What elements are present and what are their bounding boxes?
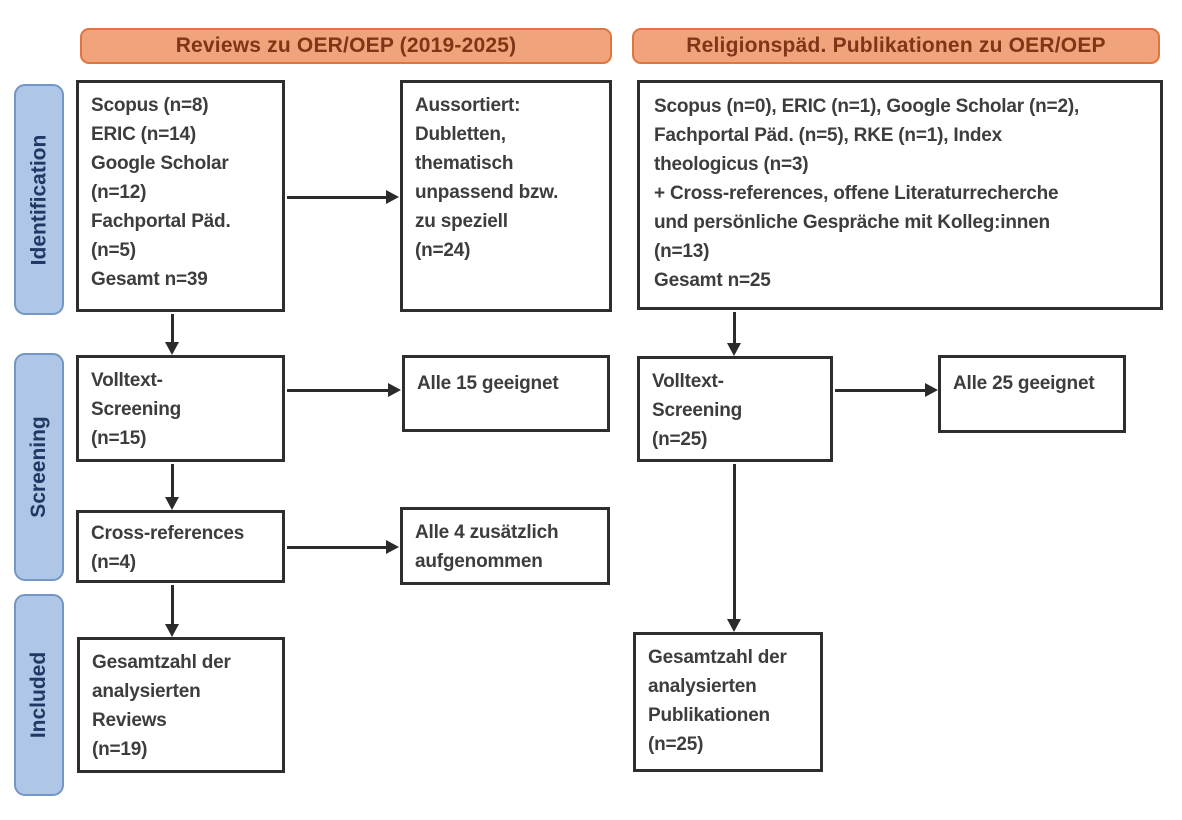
column-header-religionspaed: Religionspäd. Publikationen zu OER/OEP <box>632 28 1160 64</box>
stage-label-identification-text: Identification <box>27 134 51 265</box>
box-volltext-screening-reviews: Volltext- Screening (n=15) <box>76 355 285 462</box>
box-volltext-screening-publikationen-text: Volltext- Screening (n=25) <box>652 371 743 450</box>
box-alle-4-zusaetzlich-text: Alle 4 zusätzlich aufgenommen <box>415 522 559 572</box>
box-alle-25-geeignet-text: Alle 25 geeignet <box>953 373 1095 394</box>
stage-label-included-text: Included <box>27 651 50 739</box>
box-reviews-excluded-text: Aussortiert: Dubletten, thematisch unpas… <box>415 95 559 261</box>
box-reviews-sources: Scopus (n=8) ERIC (n=14) Google Scholar … <box>76 80 285 312</box>
column-header-reviews: Reviews zu OER/OEP (2019-2025) <box>80 28 612 64</box>
arrow-volltext-to-geeignet-publikationen <box>835 383 938 397</box>
arrow-volltext-to-gesamtzahl-publikationen <box>727 464 741 632</box>
arrow-sources-to-volltext-publikationen <box>727 312 741 356</box>
box-publikationen-sources-text: Scopus (n=0), ERIC (n=1), Google Scholar… <box>654 96 1080 291</box>
arrow-sources-to-excluded <box>287 190 399 204</box>
stage-label-included: Included <box>14 594 64 796</box>
arrow-sources-to-volltext-reviews <box>165 314 179 355</box>
arrow-crossreferences-to-gesamtzahl-reviews <box>165 585 179 637</box>
column-header-reviews-label: Reviews zu OER/OEP (2019-2025) <box>175 34 517 57</box>
arrow-volltext-to-crossreferences <box>165 464 179 510</box>
box-alle-15-geeignet-text: Alle 15 geeignet <box>417 373 559 394</box>
box-alle-15-geeignet: Alle 15 geeignet <box>402 355 610 432</box>
column-header-religionspaed-label: Religionspäd. Publikationen zu OER/OEP <box>686 34 1106 57</box>
stage-label-screening-text: Screening <box>27 416 51 518</box>
box-alle-4-zusaetzlich: Alle 4 zusätzlich aufgenommen <box>400 507 610 585</box>
box-cross-references: Cross-references (n=4) <box>76 510 285 583</box>
box-gesamtzahl-reviews: Gesamtzahl der analysierten Reviews (n=1… <box>77 637 285 773</box>
box-volltext-screening-publikationen: Volltext- Screening (n=25) <box>637 356 833 462</box>
box-volltext-screening-reviews-text: Volltext- Screening (n=15) <box>91 370 182 449</box>
box-reviews-sources-text: Scopus (n=8) ERIC (n=14) Google Scholar … <box>91 95 231 290</box>
box-alle-25-geeignet: Alle 25 geeignet <box>938 355 1126 433</box>
box-gesamtzahl-publikationen: Gesamtzahl der analysierten Publikatione… <box>633 632 823 772</box>
box-cross-references-text: Cross-references (n=4) <box>91 523 245 573</box>
box-gesamtzahl-reviews-text: Gesamtzahl der analysierten Reviews (n=1… <box>92 652 231 760</box>
box-publikationen-sources: Scopus (n=0), ERIC (n=1), Google Scholar… <box>637 80 1163 310</box>
box-reviews-excluded: Aussortiert: Dubletten, thematisch unpas… <box>400 80 612 312</box>
stage-label-identification: Identification <box>14 84 64 315</box>
arrow-volltext-to-geeignet-reviews <box>287 383 401 397</box>
box-gesamtzahl-publikationen-text: Gesamtzahl der analysierten Publikatione… <box>648 647 787 755</box>
arrow-crossreferences-to-aufgenommen <box>287 540 399 554</box>
stage-label-screening: Screening <box>14 353 64 581</box>
